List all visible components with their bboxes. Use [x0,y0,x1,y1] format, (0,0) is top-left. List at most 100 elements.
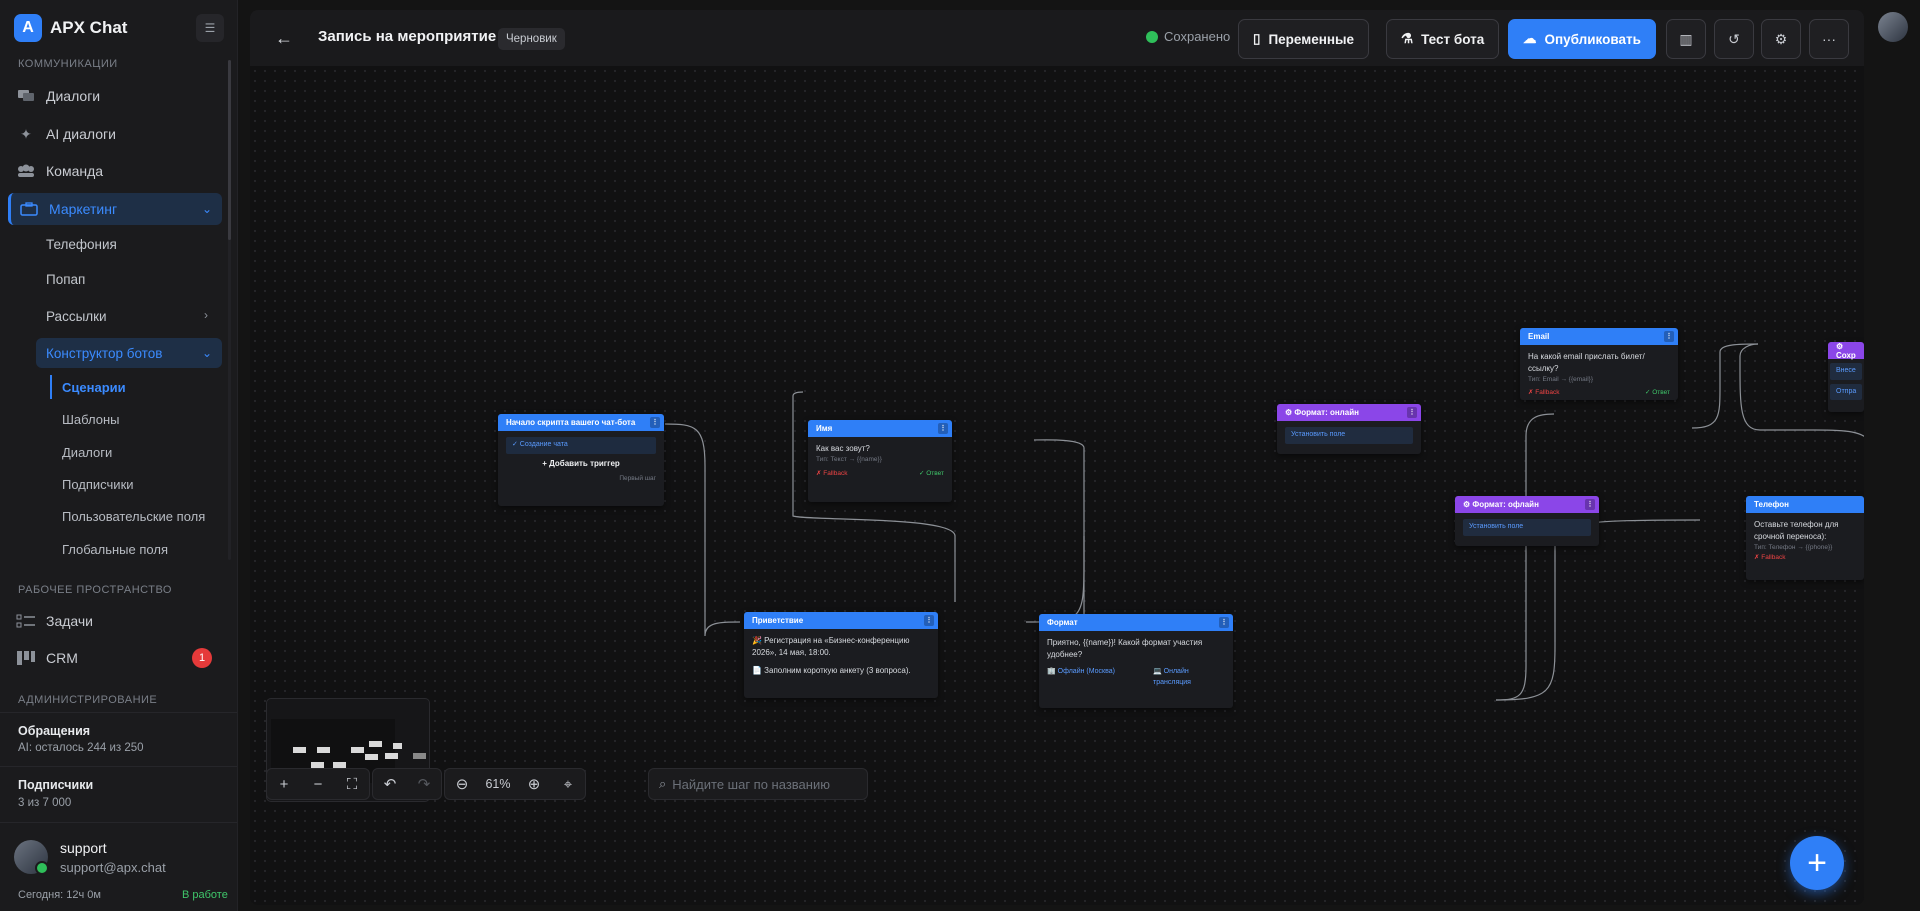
node-name[interactable]: Имя ⋮ Как вас зовут? Тип: Текст → {{name… [808,420,952,502]
node-menu-icon[interactable]: ⋮ [1219,617,1229,628]
nav-telephony[interactable]: Телефония [46,237,117,252]
nav-custom-fields[interactable]: Пользовательские поля [62,509,206,524]
analytics-button[interactable]: ▥ [1666,19,1706,59]
save-chip-2[interactable]: Отпра [1830,383,1862,400]
node-save-header[interactable]: ⚙ Сохр [1828,342,1864,360]
node-email-fallback: ✗ Fallback [1528,388,1560,396]
node-name-type: Тип: Текст → {{name}} [816,456,882,463]
status-badge: Черновик [498,28,565,50]
node-start-trigger[interactable]: ✓ Создание чата [506,437,656,454]
option-offline[interactable]: 🏢 Офлайн (Москва) [1047,668,1115,675]
minimap-node [293,747,306,753]
redo-icon[interactable]: ↷ [417,776,431,793]
nav-subscribers[interactable]: Подписчики [62,477,134,492]
cloud-upload-icon: ☁ [1523,31,1537,46]
node-email[interactable]: Email ⋮ На какой email прислать билет/сс… [1520,328,1678,400]
nav-global-fields[interactable]: Глобальные поля [62,542,168,557]
zoom-out-icon[interactable]: ⊖ [455,776,469,793]
node-menu-icon[interactable]: ⋮ [938,423,948,434]
publish-button[interactable]: ☁ Опубликовать [1508,19,1656,59]
zoom-in-icon[interactable]: ⊕ [527,776,541,793]
node-offline-header[interactable]: ⚙ Формат: офлайн ⋮ [1455,496,1599,513]
briefcase-icon [19,199,39,219]
sidebar-scrollbar[interactable] [228,60,231,560]
work-status[interactable]: В работе [182,889,228,901]
nav-bot-dialogs[interactable]: Диалоги [62,445,113,460]
page-title: Запись на мероприятие [318,28,497,45]
nav-crm[interactable]: CRM 1 [8,642,222,674]
save-chip-1[interactable]: Внесе [1830,363,1862,380]
node-menu-icon[interactable]: ⋮ [650,417,660,428]
appeals-value: AI: осталось 244 из 250 [18,742,144,754]
undo-icon[interactable]: ↶ [383,776,397,793]
divider [0,822,237,823]
history-button[interactable]: ↺ [1714,19,1754,59]
node-menu-icon[interactable]: ⋮ [924,615,934,626]
nav-bot-builder[interactable]: Конструктор ботов ⌄ [36,338,222,368]
node-start-header[interactable]: Начало скрипта вашего чат-бота ⋮ [498,414,664,431]
fit-screen-icon[interactable]: ⛶ [346,775,358,793]
node-format-offline[interactable]: ⚙ Формат: офлайн ⋮ Установить поле [1455,496,1599,546]
minus-icon[interactable]: − [313,775,323,793]
node-menu-icon[interactable]: ⋮ [1407,407,1417,418]
history-icon: ↺ [1728,30,1740,47]
nav-popup[interactable]: Попап [46,272,86,287]
node-format-header[interactable]: Формат ⋮ [1039,614,1233,631]
nav-scenarios[interactable]: Сценарии [62,380,126,395]
node-email-header[interactable]: Email ⋮ [1520,328,1678,345]
node-menu-icon[interactable]: ⋮ [1664,331,1674,342]
collapse-sidebar-button[interactable]: ☰ [196,14,224,42]
sparkle-icon: ✦ [20,125,32,142]
team-icon [16,161,36,181]
more-button[interactable]: ··· [1809,19,1849,59]
node-format-online[interactable]: ⚙ Формат: онлайн ⋮ Установить поле [1277,404,1421,454]
publish-label: Опубликовать [1544,31,1641,47]
set-field-chip[interactable]: Установить поле [1463,519,1591,536]
node-save[interactable]: ⚙ Сохр Внесе Отпра [1828,342,1864,412]
save-status-label: Сохранено [1164,29,1231,44]
brand[interactable]: A APX Chat [14,14,127,42]
section-communications: КОММУНИКАЦИИ [18,58,118,70]
node-greeting-header[interactable]: Приветствие ⋮ [744,612,938,629]
node-greeting[interactable]: Приветствие ⋮ 🎉 Регистрация на «Бизнес-к… [744,612,938,698]
nav-dialogs-label: Диалоги [46,88,101,104]
node-format[interactable]: Формат ⋮ Приятно, {{name}}! Какой формат… [1039,614,1233,708]
node-online-title: ⚙ Формат: онлайн [1285,408,1359,417]
settings-button[interactable]: ⚙ [1761,19,1801,59]
chevron-down-icon: ⌄ [201,202,212,216]
user-avatar[interactable] [14,840,49,875]
option-online[interactable]: 💻 Онлайн трансляция [1153,668,1191,686]
locate-icon[interactable]: ⌖ [563,775,573,793]
user-name: support [60,840,107,856]
node-save-title: ⚙ Сохр [1836,342,1856,360]
sidebar-scroll-thumb[interactable] [228,60,231,240]
nav-marketing[interactable]: Маркетинг ⌄ [8,193,222,225]
add-trigger-button[interactable]: + Добавить триггер [542,458,620,468]
undo-redo-controls: ↶ ↷ [372,768,442,800]
node-menu-icon[interactable]: ⋮ [1585,499,1595,510]
today-time: Сегодня: 12ч 0м [18,889,101,901]
node-phone[interactable]: Телефон Оставьте телефон для срочной пер… [1746,496,1864,580]
variables-button[interactable]: ▯ Переменные [1238,19,1370,59]
node-name-header[interactable]: Имя ⋮ [808,420,952,437]
set-field-chip[interactable]: Установить поле [1285,427,1413,444]
brand-name: APX Chat [50,18,128,37]
user-avatar-top[interactable] [1878,12,1908,42]
add-node-button[interactable]: + [1790,836,1844,890]
nav-marketing-label: Маркетинг [49,201,118,217]
node-online-header[interactable]: ⚙ Формат: онлайн ⋮ [1277,404,1421,421]
nav-mailings[interactable]: Рассылки [46,309,107,324]
nav-ai-dialogs[interactable]: ✦ AI диалоги [8,118,222,150]
step-search-input[interactable] [672,776,853,792]
test-bot-button[interactable]: ⚗ Тест бота [1386,19,1500,59]
back-arrow-icon[interactable]: ← [275,27,293,48]
node-email-question: На какой email прислать билет/ссылку? [1528,352,1645,373]
node-phone-header[interactable]: Телефон [1746,496,1864,513]
nav-dialogs[interactable]: Диалоги [8,80,222,112]
node-start[interactable]: Начало скрипта вашего чат-бота ⋮ ✓ Созда… [498,414,664,506]
add-step-icon[interactable]: + [279,775,289,793]
nav-tasks[interactable]: Задачи [8,605,222,637]
flow-canvas[interactable]: Начало скрипта вашего чат-бота ⋮ ✓ Созда… [250,66,1864,905]
nav-team[interactable]: Команда [8,155,222,187]
nav-templates[interactable]: Шаблоны [62,412,120,427]
